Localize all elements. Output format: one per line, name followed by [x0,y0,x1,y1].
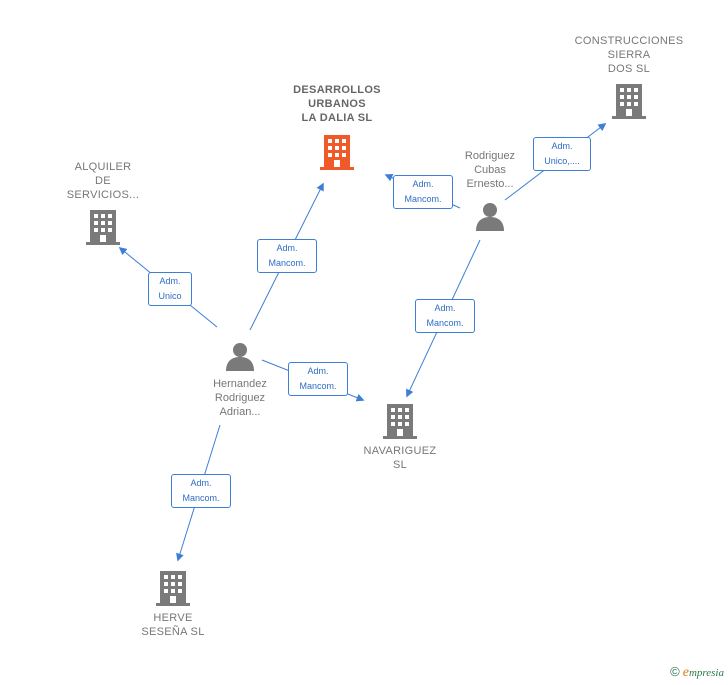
brand-name: mpresia [688,667,724,679]
edge-badge-rod-desarrollos[interactable]: Adm. Mancom. [393,175,453,209]
copyright-icon: © [670,664,680,679]
node-label: Rodriguez Cubas Ernesto... [464,150,516,190]
person-icon [476,203,504,231]
node-construcciones-sierra[interactable]: CONSTRUCCIONES SIERRA DOS SL [569,34,689,120]
node-label: ALQUILER DE SERVICIOS... [66,161,140,201]
building-icon [86,210,120,245]
node-herve-sesena[interactable]: HERVE SESEÑA SL [118,569,228,639]
node-alquiler-servicios[interactable]: ALQUILER DE SERVICIOS... [48,160,158,246]
building-icon [320,135,354,170]
node-label: HERVE SESEÑA SL [141,612,205,638]
node-label: CONSTRUCCIONES SIERRA DOS SL [574,35,684,75]
node-desarrollos-urbanos[interactable]: DESARROLLOS URBANOS LA DALIA SL [277,83,397,171]
node-label: Hernandez Rodriguez Adrian... [213,378,267,418]
building-icon [612,84,646,119]
edge-badge-hern-alquiler[interactable]: Adm. Unico [148,272,192,306]
building-icon [156,571,190,606]
person-icon [226,343,254,371]
node-rodriguez-cubas[interactable]: Rodriguez Cubas Ernesto... [440,149,540,231]
edge-badge-hern-navariguez[interactable]: Adm. Mancom. [288,362,348,396]
edge-badge-hern-desarrollos[interactable]: Adm. Mancom. [257,239,317,273]
edge-badge-hern-herve[interactable]: Adm. Mancom. [171,474,231,508]
brand-footer[interactable]: ©empresia [670,664,724,681]
edge-badge-rod-navariguez[interactable]: Adm. Mancom. [415,299,475,333]
edge-badge-rod-construcciones[interactable]: Adm. Unico,.... [533,137,591,171]
node-label: DESARROLLOS URBANOS LA DALIA SL [293,84,381,124]
node-navariguez[interactable]: NAVARIGUEZ SL [345,402,455,472]
building-icon [383,404,417,439]
node-hernandez-rodriguez[interactable]: Hernandez Rodriguez Adrian... [190,341,290,419]
node-label: NAVARIGUEZ SL [363,445,437,471]
brand-e: e [682,665,689,680]
